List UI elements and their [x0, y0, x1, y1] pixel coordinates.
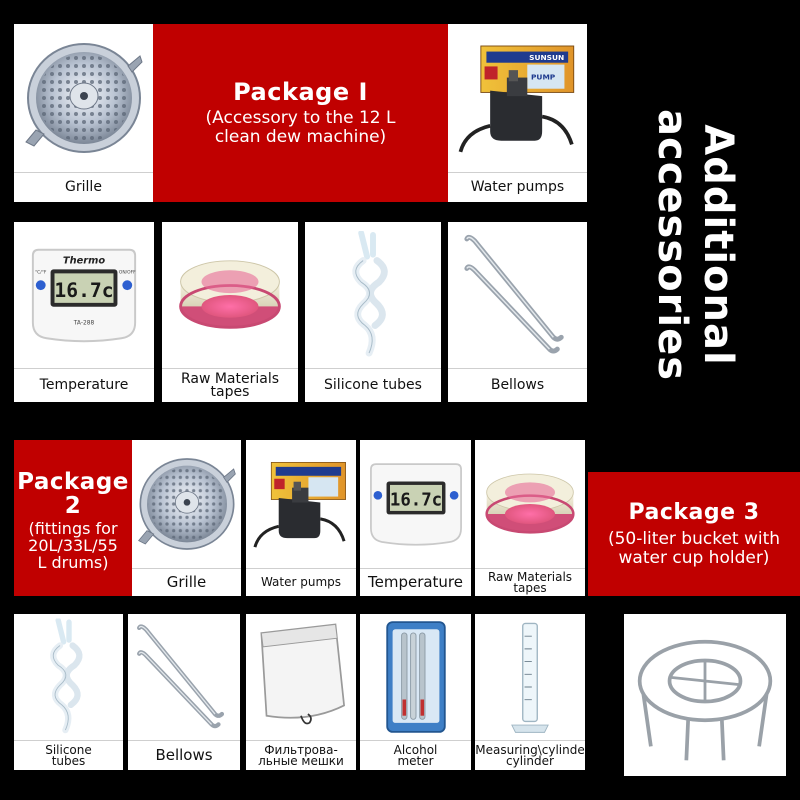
package-3-banner: Package 3 (50-liter bucket with water cu… — [588, 472, 800, 596]
water-pump-image: SUNSUN PUMP — [453, 42, 583, 154]
thermo-unit-label: °C/°F — [35, 269, 47, 275]
product-tape-2: Raw Materials tapes — [475, 440, 585, 596]
filter-bag-image — [249, 621, 353, 733]
product-temperature-2: 16.7c Temperature — [360, 440, 471, 596]
product-grille-1: Grille — [14, 24, 153, 202]
product-measuring-cylinder: Measuring\cylinde cylinder — [475, 614, 585, 770]
water-cup-holder-image — [630, 625, 780, 765]
grille-image — [24, 38, 144, 158]
product-label: Alcohol meter — [360, 740, 471, 770]
product-water-cup-holder — [624, 614, 786, 776]
tape-image — [480, 462, 580, 546]
product-filter-bag: Фильтрова- льные мешки — [246, 614, 356, 770]
product-grille-2: Grille — [132, 440, 241, 596]
thermometer-image: Thermo 16.7c TA-288 °C/°F ON/OFF — [25, 245, 136, 345]
product-label: Grille — [14, 172, 153, 202]
alcohol-meter-image — [380, 618, 452, 736]
product-label: Temperature — [360, 568, 471, 596]
product-bellows-1: Bellows — [448, 222, 587, 402]
package-3-title: Package 3 — [628, 500, 760, 525]
product-label: Measuring\cylinde cylinder — [475, 740, 585, 770]
additional-accessories-title: Additional accessories — [640, 108, 750, 382]
thermo-model: TA-288 — [73, 321, 95, 327]
water-pump-image — [249, 459, 353, 549]
product-label: Water pumps — [246, 568, 356, 596]
product-tape-1: Raw Materials tapes — [162, 222, 298, 402]
product-bellows-2: Bellows — [128, 614, 240, 770]
product-silicone-tubes-2: Silicone tubes — [14, 614, 123, 770]
product-label: Bellows — [128, 740, 240, 770]
tape-image — [173, 247, 287, 343]
product-label: Silicone tubes — [305, 368, 441, 402]
package-3-subtitle: (50-liter bucket with water cup holder) — [607, 529, 781, 568]
bellows-image — [132, 621, 236, 733]
product-silicone-tubes-1: Silicone tubes — [305, 222, 441, 402]
product-label: Raw Materials tapes — [475, 568, 585, 596]
package-2-title: Package 2 — [17, 468, 129, 519]
product-label: Grille — [132, 568, 241, 596]
product-label: Фильтрова- льные мешки — [246, 740, 356, 770]
package-2-subtitle: (fittings for 20L/33L/55 L drums) — [28, 518, 118, 572]
thermo-reading: 16.7c — [389, 491, 441, 511]
product-water-pump-2: Water pumps — [246, 440, 356, 596]
pump-box-label: PUMP — [531, 72, 556, 81]
thermo-brand: Thermo — [63, 256, 105, 267]
product-label: Temperature — [14, 368, 154, 402]
package-1-banner: Package I (Accessory to the 12 L clean d… — [153, 24, 448, 202]
measuring-cylinder-image — [502, 618, 558, 736]
silicone-tube-image — [33, 618, 105, 736]
product-label: Bellows — [448, 368, 587, 402]
product-label: Raw Materials tapes — [162, 368, 298, 402]
thermometer-image: 16.7c — [364, 460, 468, 548]
thermo-power-label: ON/OFF — [119, 269, 136, 275]
package-1-subtitle: (Accessory to the 12 L clean dew machine… — [205, 108, 396, 147]
product-temperature-1: Thermo 16.7c TA-288 °C/°F ON/OFF Tempera… — [14, 222, 154, 402]
product-label: Silicone tubes — [14, 740, 123, 770]
package-2-banner: Package 2 (fittings for 20L/33L/55 L dru… — [14, 440, 132, 596]
pump-box-brand: SUNSUN — [529, 53, 564, 62]
thermo-reading: 16.7c — [54, 279, 113, 302]
silicone-tube-image — [333, 231, 413, 359]
product-alcohol-meter: Alcohol meter — [360, 614, 471, 770]
grille-image — [137, 454, 237, 554]
side-title-line2: accessories — [649, 108, 696, 382]
bellows-image — [459, 231, 577, 359]
product-water-pump-1: SUNSUN PUMP Water pumps — [448, 24, 587, 202]
side-title-line1: Additional — [695, 124, 742, 366]
product-label: Water pumps — [448, 172, 587, 202]
package-1-title: Package I — [233, 78, 368, 106]
